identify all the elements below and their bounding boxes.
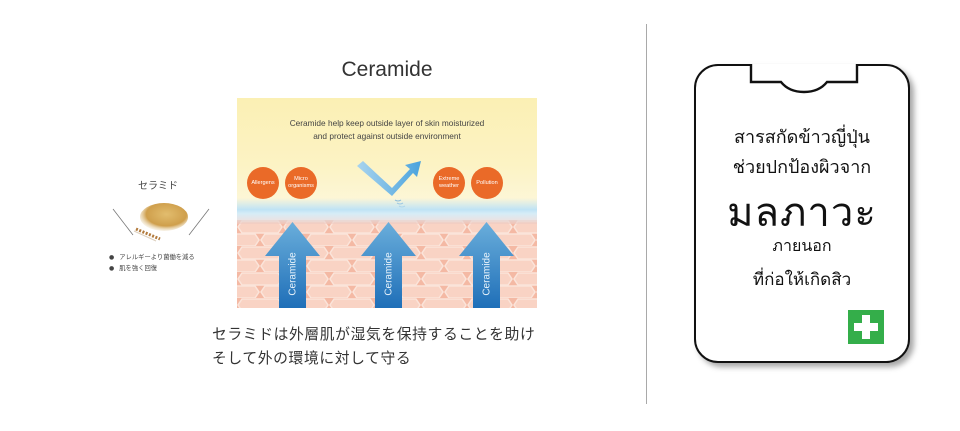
vertical-divider	[646, 24, 648, 404]
card-line-2: ช่วยปกป้องผิวจาก	[732, 157, 872, 178]
card-line-1: สารสกัดข้าวญี่ปุ่น	[734, 127, 870, 148]
ceramide-arrow-1: Ceramide	[265, 222, 320, 308]
benefit-list: アレルギーより菌働を減る 肌を強く回復	[109, 252, 195, 274]
first-aid-badge	[848, 310, 884, 344]
decor-line-right	[188, 208, 210, 236]
caption-line-2: and protect against outside environment	[313, 131, 461, 141]
diagram-title: Ceramide	[341, 58, 433, 81]
rice-grain-image	[133, 203, 188, 242]
plus-icon	[854, 315, 878, 339]
decor-line-left	[112, 208, 134, 236]
diagram-caption: Ceramide help keep outside layer of skin…	[237, 117, 537, 143]
threat-allergens: Allergens	[247, 167, 279, 199]
caption-line-1: Ceramide help keep outside layer of skin…	[289, 118, 485, 128]
description-line-1: セラミドは外層肌が湿気を保持することを助け	[212, 326, 536, 343]
clipboard-card: สารสกัดข้าวญี่ปุ่น ช่วยปกป้องผิวจาก มลภา…	[694, 64, 910, 363]
skin-barrier	[237, 198, 537, 224]
card-line-3: มลภาวะ	[727, 190, 877, 236]
ceramide-diagram: Ceramide help keep outside layer of skin…	[237, 98, 537, 308]
card-line-5: ที่ก่อให้เกิดสิว	[752, 270, 852, 290]
ceramide-arrow-3: Ceramide	[459, 222, 514, 308]
benefit-item: 肌を強く回復	[109, 263, 195, 274]
card-line-4: ภายนอก	[772, 236, 832, 255]
illustration-title: セラミド	[138, 181, 178, 192]
threat-pollution: Pollution	[471, 167, 503, 199]
clipboard-clip-icon	[749, 64, 859, 94]
benefit-item: アレルギーより菌働を減る	[109, 252, 194, 263]
ceramide-arrow-2: Ceramide	[361, 222, 416, 308]
description-line-2: そして外の環境に対して守る	[212, 350, 412, 367]
japanese-description: セラミドは外層肌が湿気を保持することを助け そして外の環境に対して守る	[212, 323, 535, 371]
